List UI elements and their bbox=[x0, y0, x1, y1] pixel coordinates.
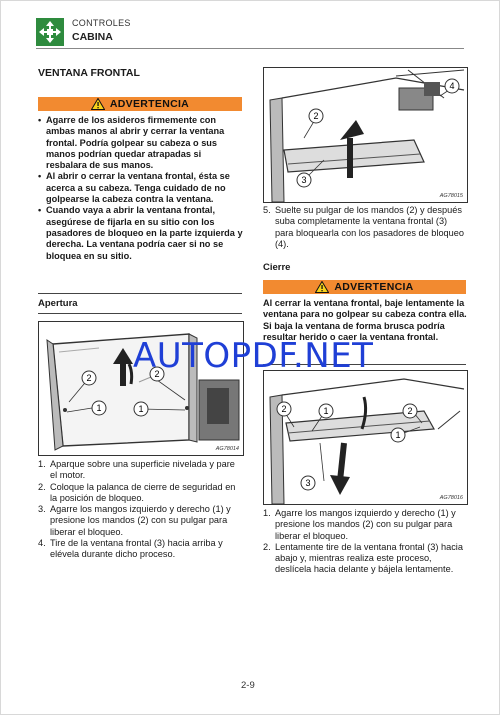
page-number: 2-9 bbox=[241, 680, 255, 691]
section-label: CONTROLES bbox=[72, 18, 131, 28]
warning-item: Al abrir o cerrar la ventana frontal, és… bbox=[38, 171, 244, 205]
step-item: 3.Agarre los mangos izquierdo y derecho … bbox=[38, 504, 231, 537]
figure-lock: 2 3 4 AG78015 bbox=[263, 67, 468, 203]
warning-item: Agarre de los asideros firmemente con am… bbox=[38, 115, 244, 171]
figure-apertura: 2 1 2 1 AG78014 bbox=[38, 321, 244, 456]
step-item: 2.Lentamente tire de la ventana frontal … bbox=[263, 541, 463, 575]
warning-text: Al cerrar la ventana frontal, baje lenta… bbox=[263, 298, 467, 342]
callout-2: 2 bbox=[313, 111, 318, 121]
figure-cierre: 2 1 3 2 1 AG78016 bbox=[263, 370, 468, 505]
step-5: 5.Suelte su pulgar de los mandos (2) y d… bbox=[263, 205, 468, 250]
figure-code: AG78014 bbox=[215, 446, 239, 452]
warning-list: Agarre de los asideros firmemente con am… bbox=[38, 115, 244, 262]
page-title: VENTANA FRONTAL bbox=[38, 67, 140, 79]
figure-code: AG78016 bbox=[439, 495, 463, 501]
step-item: 1.Agarre los mangos izquierdo y derecho … bbox=[263, 508, 456, 541]
warning-label: ADVERTENCIA bbox=[109, 98, 190, 110]
callout-2: 2 bbox=[86, 373, 91, 383]
divider bbox=[38, 313, 242, 314]
apertura-heading: Apertura bbox=[38, 298, 78, 309]
warning-icon bbox=[315, 281, 330, 293]
apertura-steps: 1.Aparque sobre una superficie nivelada … bbox=[38, 459, 244, 561]
step-item: 1.Aparque sobre una superficie nivelada … bbox=[38, 459, 235, 481]
green-arrows-icon bbox=[36, 18, 64, 46]
callout-3: 3 bbox=[301, 175, 306, 185]
callout-2: 2 bbox=[281, 404, 286, 414]
callout-1: 1 bbox=[138, 404, 143, 414]
subsection-label: CABINA bbox=[72, 31, 113, 43]
step-item: 5.Suelte su pulgar de los mandos (2) y d… bbox=[263, 205, 464, 249]
cierre-heading: Cierre bbox=[263, 262, 291, 273]
warning-icon bbox=[90, 98, 105, 110]
callout-1: 1 bbox=[323, 406, 328, 416]
warning-label: ADVERTENCIA bbox=[334, 281, 414, 293]
callout-3: 3 bbox=[305, 478, 310, 488]
step-item: 2.Coloque la palanca de cierre de seguri… bbox=[38, 481, 236, 503]
cierre-steps: 1.Agarre los mangos izquierdo y derecho … bbox=[263, 508, 468, 576]
figure-code: AG78015 bbox=[439, 193, 463, 199]
watermark: AUTOPDF.NET bbox=[133, 336, 374, 376]
divider bbox=[263, 364, 466, 365]
warning-item: Cuando vaya a abrir la ventana frontal, … bbox=[38, 205, 244, 261]
header-rule bbox=[36, 48, 464, 49]
callout-1: 1 bbox=[96, 403, 101, 413]
step-item: 4.Tire de la ventana frontal (3) hacia a… bbox=[38, 538, 223, 560]
warning-banner: ADVERTENCIA bbox=[263, 280, 466, 294]
callout-1: 1 bbox=[395, 430, 400, 440]
warning-banner: ADVERTENCIA bbox=[38, 97, 242, 111]
callout-2: 2 bbox=[154, 369, 159, 379]
divider bbox=[38, 293, 242, 294]
callout-4: 4 bbox=[449, 81, 454, 91]
callout-2: 2 bbox=[407, 406, 412, 416]
